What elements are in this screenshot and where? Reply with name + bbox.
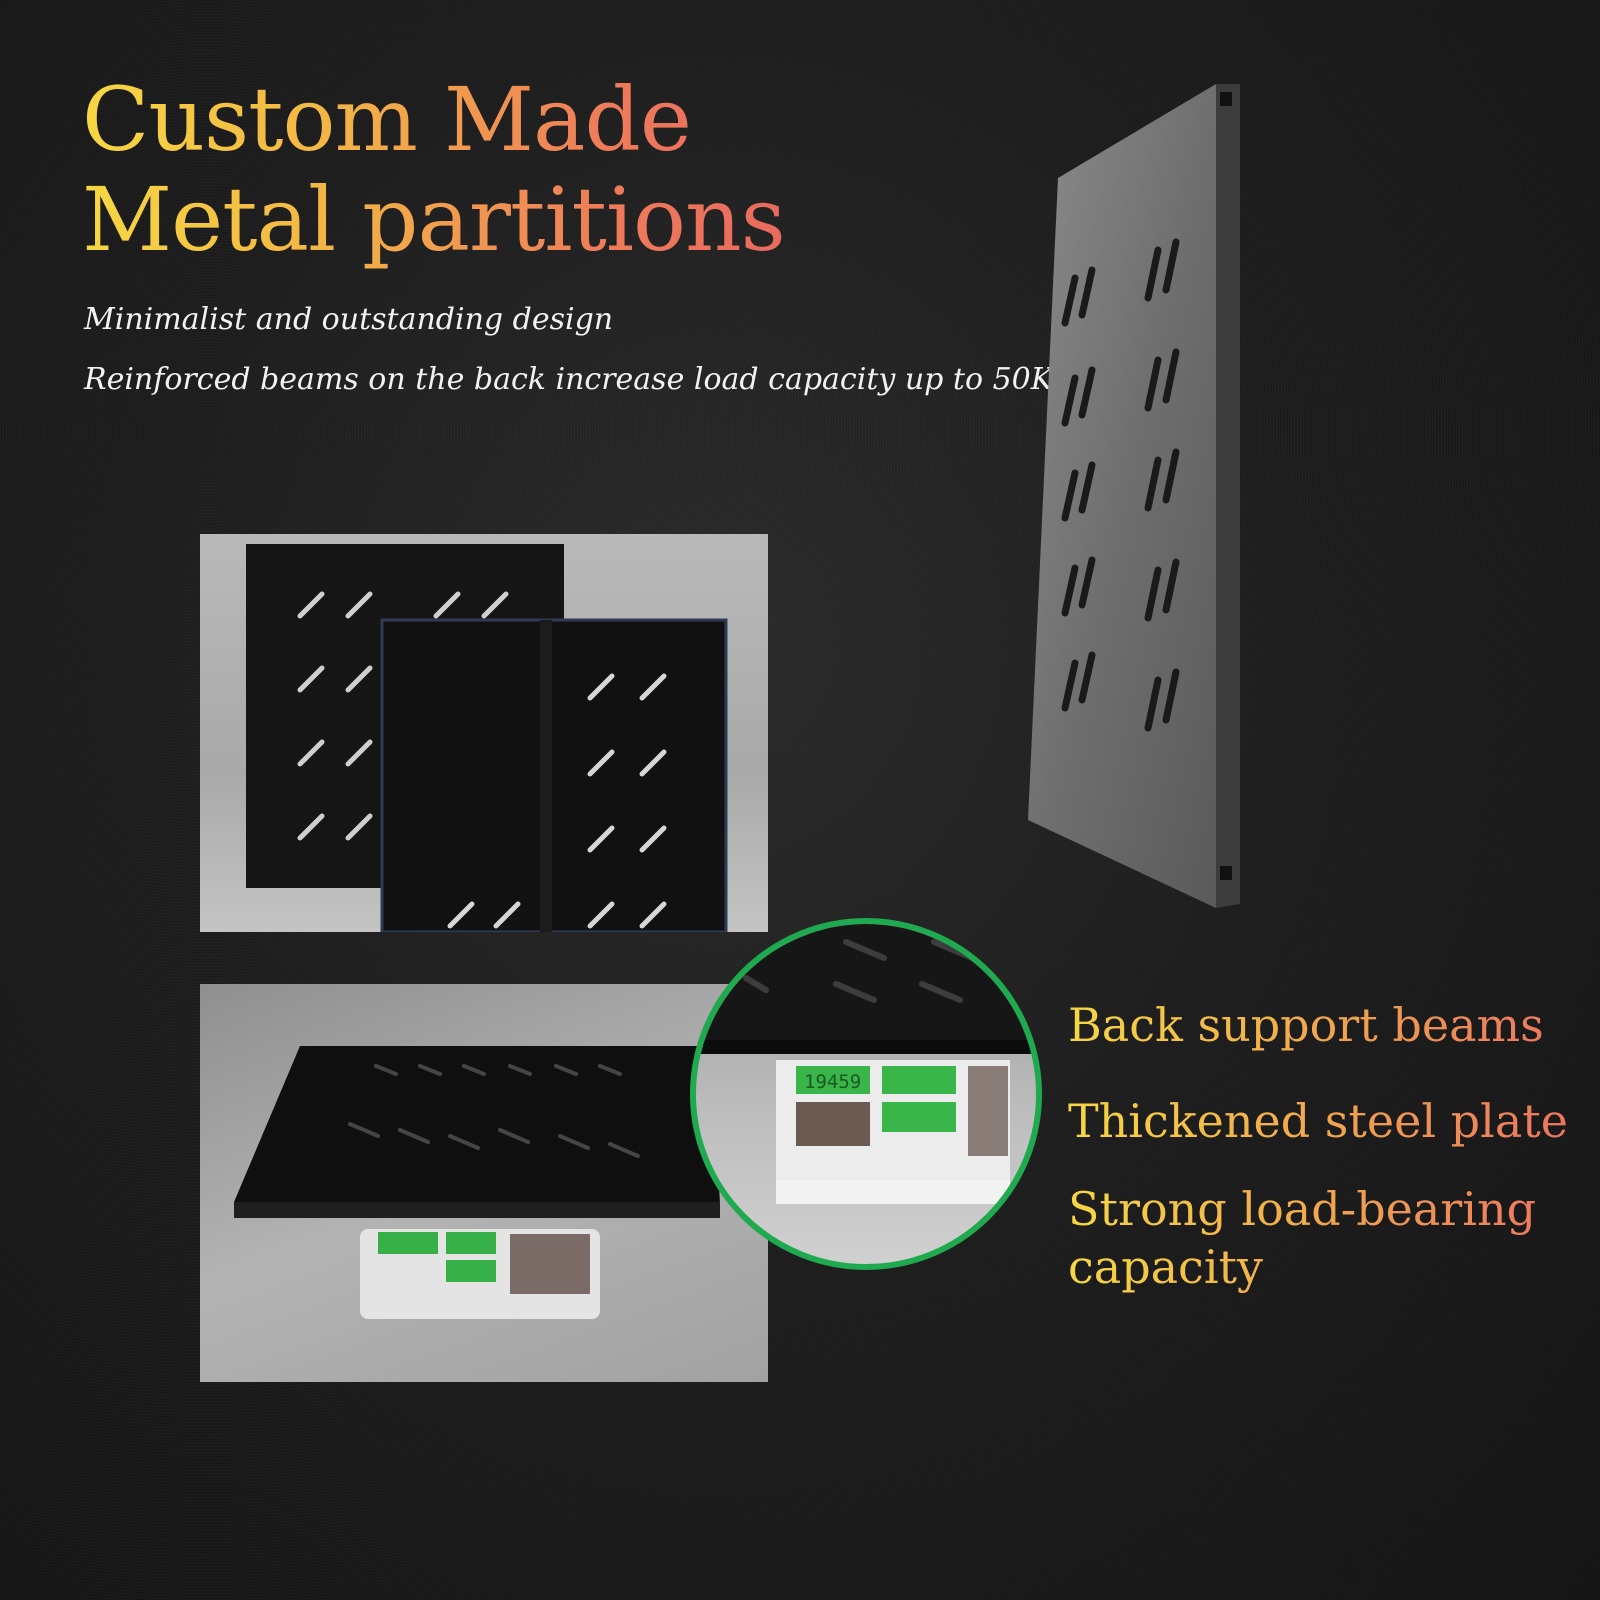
shelf-photo-front-back <box>200 534 768 932</box>
subtitle-design: Minimalist and outstanding design <box>84 302 614 337</box>
headline: Custom Made Metal partitions <box>82 70 785 270</box>
metal-panel-image <box>1028 84 1240 908</box>
feature-thickened-steel-plate: Thickened steel plate <box>1068 1094 1568 1148</box>
headline-line-1: Custom Made <box>82 68 691 171</box>
scale-readout: 19459 <box>804 1071 861 1093</box>
subtitle-load-capacity: Reinforced beams on the back increase lo… <box>84 362 1078 397</box>
headline-line-2: Metal partitions <box>82 168 785 271</box>
feature-back-support-beams: Back support beams <box>1068 996 1568 1054</box>
shelf-on-scale-photo <box>200 984 768 1382</box>
feature-load-bearing-capacity: Strong load-bearing capacity <box>1068 1180 1568 1296</box>
zoom-detail-circle: 19459 <box>690 918 1042 1270</box>
